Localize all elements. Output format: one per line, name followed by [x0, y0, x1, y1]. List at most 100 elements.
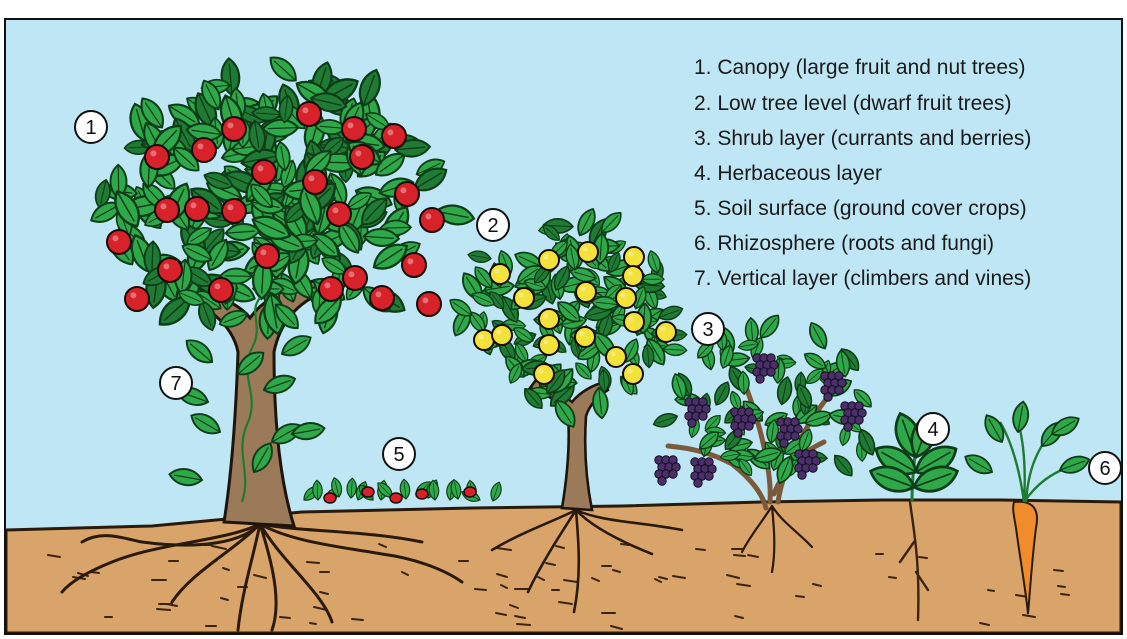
lemon-fruit-highlight: [544, 314, 549, 319]
apple-fruit: [209, 278, 233, 302]
lemon-fruit-highlight: [539, 369, 544, 374]
soil-dash: [307, 562, 319, 563]
apple-fruit: [303, 170, 327, 194]
soil-dash: [796, 596, 804, 597]
apple-fruit: [420, 208, 444, 232]
apple-fruit-highlight: [197, 143, 203, 149]
lemon-fruit: [492, 325, 512, 345]
strawberry-fruit: [416, 489, 428, 499]
apple-fruit-highlight: [348, 271, 354, 277]
lemon-fruit: [539, 309, 559, 329]
lemon-fruit: [616, 288, 636, 308]
lemon-fruit-highlight: [544, 340, 549, 345]
legend-item-soil-surface: 5. Soil surface (ground cover crops): [694, 197, 1027, 220]
soil-dash: [1058, 586, 1065, 587]
strawberry-fruit: [390, 493, 402, 503]
lemon-fruit-highlight: [621, 293, 626, 298]
soil-dash: [919, 557, 927, 558]
marker-5-label: 5: [393, 444, 404, 466]
lemon-fruit: [624, 247, 644, 267]
lemon-fruit-highlight: [519, 293, 524, 298]
marker-2-label: 2: [487, 215, 498, 237]
apple-fruit: [185, 197, 209, 221]
grape-berry: [688, 419, 696, 427]
apple-fruit: [125, 287, 149, 311]
strawberry-fruit: [362, 487, 374, 497]
strawberry-fruit: [324, 493, 336, 503]
apple-fruit: [192, 138, 216, 162]
marker-7-label: 7: [170, 373, 181, 395]
apple-fruit-highlight: [227, 204, 233, 210]
lemon-fruit-highlight: [580, 332, 585, 337]
soil-dash: [157, 609, 170, 610]
apple-fruit-highlight: [324, 282, 330, 288]
soil-dash: [1061, 594, 1069, 595]
apple-fruit-highlight: [260, 249, 266, 255]
marker-5: 5: [383, 438, 415, 470]
marker-1-label: 1: [85, 117, 96, 139]
apple-fruit: [342, 117, 366, 141]
lemon-fruit-highlight: [628, 369, 633, 374]
soil-dash: [696, 549, 705, 550]
dwarf-leaf: [641, 274, 664, 285]
apple-fruit: [158, 258, 182, 282]
grape-berry: [780, 439, 788, 447]
apple-fruit: [255, 244, 279, 268]
apple-fruit-highlight: [400, 187, 406, 193]
apple-fruit: [222, 199, 246, 223]
apple-fruit-highlight: [302, 107, 308, 113]
apple-fruit-highlight: [227, 122, 233, 128]
soil-dash: [310, 623, 316, 624]
apple-fruit: [382, 124, 406, 148]
legend-item-vertical: 7. Vertical layer (climbers and vines): [694, 267, 1031, 290]
grape-berry: [855, 416, 863, 424]
soil-dash: [734, 555, 745, 556]
apple-fruit: [155, 198, 179, 222]
apple-fruit: [417, 292, 441, 316]
lemon-fruit-highlight: [497, 330, 502, 335]
marker-3: 3: [692, 313, 724, 345]
apple-fruit-highlight: [190, 202, 196, 208]
apple-fruit-highlight: [425, 213, 431, 219]
apple-fruit: [145, 145, 169, 169]
legend-item-shrub: 3. Shrub layer (currants and berries): [694, 127, 1031, 150]
grape-berry: [705, 472, 713, 480]
soil-dash: [517, 624, 530, 625]
apple-fruit-highlight: [163, 263, 169, 269]
grape-berry: [669, 470, 677, 478]
soil-dash: [1054, 570, 1063, 571]
apple-fruit-highlight: [375, 291, 381, 297]
apple-fruit-highlight: [422, 297, 428, 303]
grape-berry: [767, 368, 775, 376]
lemon-fruit: [623, 364, 643, 384]
marker-6: 6: [1089, 452, 1121, 484]
apple-fruit-highlight: [308, 175, 314, 181]
apple-fruit: [252, 160, 276, 184]
grape-berry: [699, 412, 707, 420]
grape-berry: [658, 477, 666, 485]
apple-fruit-highlight: [257, 165, 263, 171]
lemon-fruit: [539, 335, 559, 355]
lemon-fruit-highlight: [629, 317, 634, 322]
marker-2: 2: [477, 209, 509, 241]
grape-berry: [745, 422, 753, 430]
lemon-fruit-highlight: [479, 335, 484, 340]
lemon-fruit: [575, 327, 595, 347]
grape-berry: [798, 471, 806, 479]
lemon-fruit-highlight: [661, 327, 666, 332]
soil-dash: [352, 619, 363, 620]
lemon-fruit-highlight: [629, 252, 634, 257]
lemon-fruit: [514, 288, 534, 308]
apple-fruit: [395, 182, 419, 206]
grape-berry: [694, 479, 702, 487]
apple-fruit: [297, 102, 321, 126]
apple-fruit-highlight: [160, 203, 166, 209]
apple-fruit: [319, 277, 343, 301]
marker-4: 4: [917, 413, 949, 445]
lemon-fruit-highlight: [583, 247, 588, 252]
legend-item-canopy: 1. Canopy (large fruit and nut trees): [694, 56, 1026, 79]
grape-berry: [734, 429, 742, 437]
apple-fruit-highlight: [347, 122, 353, 128]
apple-fruit-highlight: [407, 258, 413, 264]
